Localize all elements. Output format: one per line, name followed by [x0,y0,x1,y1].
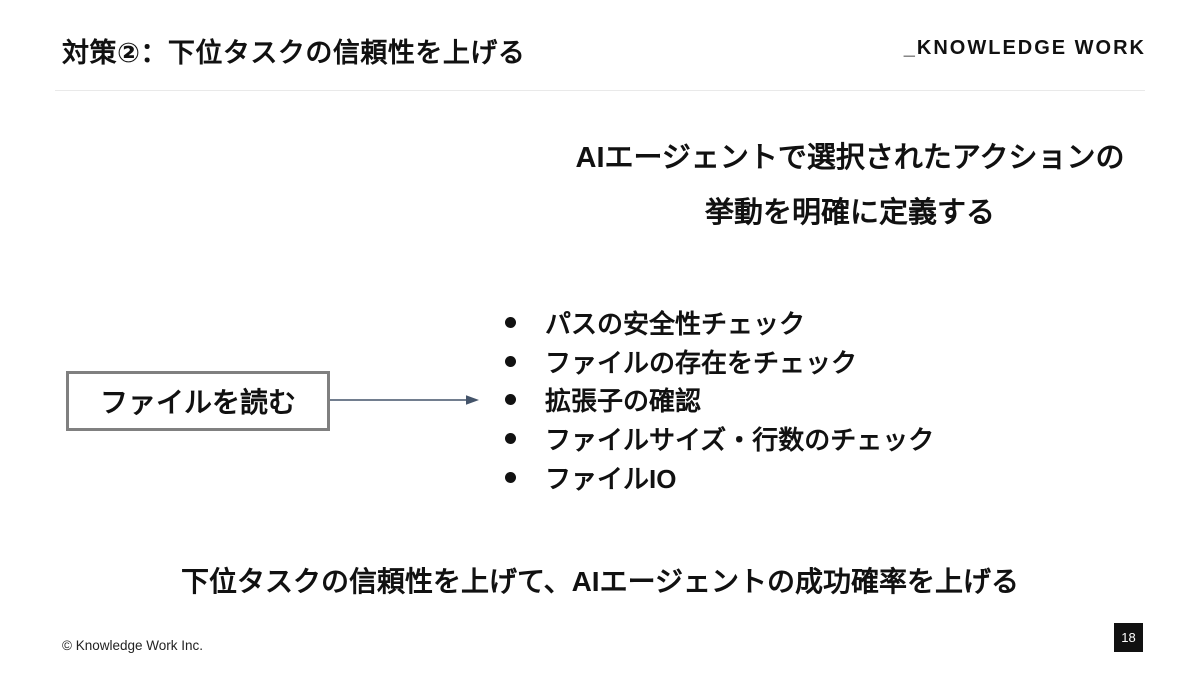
list-item: 拡張子の確認 [505,381,934,420]
knowledge-work-logo: _KNOWLEDGE WORK [903,37,1146,59]
list-item-label: ファイルの存在をチェック [545,347,858,378]
conclusion-statement: 下位タスクの信頼性を上げて、AIエージェントの成功確率を上げる [180,566,1020,597]
list-item: ファイルサイズ・行数のチェック [505,419,934,458]
slide-title: 対策②：下位タスクの信頼性を上げる [62,38,526,68]
bullet-dot-icon [505,433,516,445]
concept-box-label: ファイルを読む [99,387,296,418]
bullet-dot-icon [505,355,516,367]
right-arrow-icon [330,395,479,405]
page-number-badge: 18 [1114,623,1143,652]
slide-heading: AIエージェントで選択されたアクションの 挙動を明確に定義する [545,131,1155,241]
list-item-label: 拡張子の確認 [545,386,702,417]
slide-heading-line2: 挙動を明確に定義する [704,197,995,229]
list-item-label: ファイルサイズ・行数のチェック [545,425,935,456]
bullet-dot-icon [505,316,516,328]
arrow-head [466,395,479,405]
list-item-label: ファイルIO [545,463,677,494]
list-item: ファイルの存在をチェック [505,342,934,381]
slide-heading-line1: AIエージェントで選択されたアクションの [575,142,1125,174]
bullet-list: パスの安全性チェック ファイルの存在をチェック 拡張子の確認 ファイルサイズ・行… [505,303,934,497]
header-divider [55,90,1145,91]
page-number: 18 [1121,630,1136,645]
bullet-dot-icon [505,394,516,406]
list-item-label: パスの安全性チェック [545,308,806,339]
footer-copyright: © Knowledge Work Inc. [62,638,204,653]
concept-box: ファイルを読む [66,371,330,431]
list-item: パスの安全性チェック [505,303,934,342]
bullet-dot-icon [505,471,516,483]
list-item: ファイルIO [505,458,934,497]
